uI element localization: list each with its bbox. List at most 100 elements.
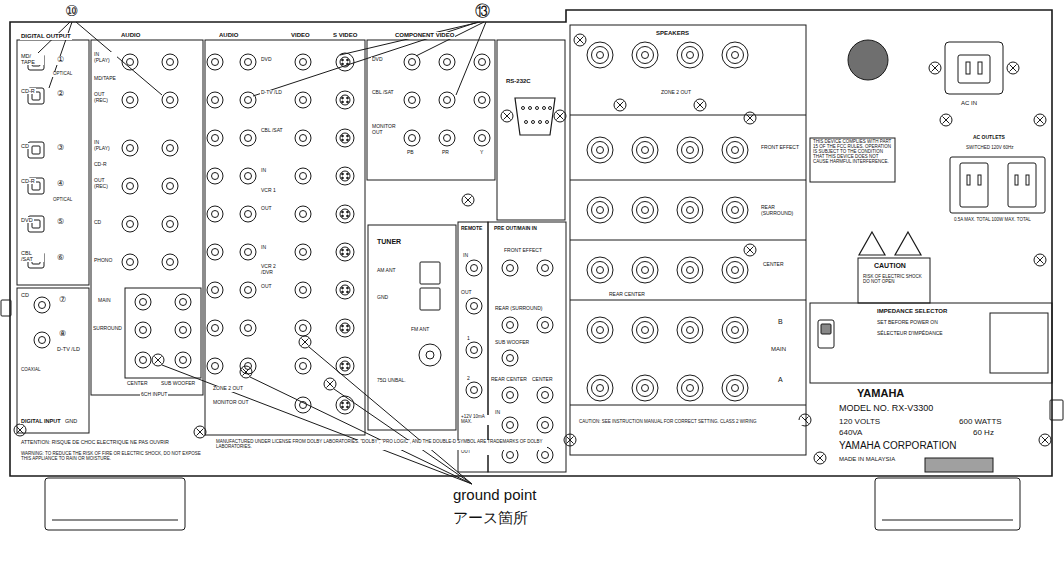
binding-post-ring bbox=[592, 202, 609, 219]
panel-label: ZONE 2 OUT bbox=[660, 90, 692, 96]
fm-antenna-jack bbox=[419, 344, 441, 366]
binding-post bbox=[632, 317, 658, 343]
binding-post bbox=[587, 197, 613, 223]
rca-jack-pin bbox=[542, 392, 549, 399]
rca-jack bbox=[175, 322, 191, 338]
rca-jack-pin bbox=[180, 299, 187, 306]
panel-label: AC IN bbox=[960, 100, 978, 107]
rca-jack-pin bbox=[300, 59, 307, 66]
binding-post bbox=[722, 197, 748, 223]
rs232-pin bbox=[536, 107, 539, 110]
binding-post-ring bbox=[682, 142, 699, 159]
screw-slot bbox=[327, 381, 334, 388]
panel-label: AM ANT bbox=[376, 268, 397, 274]
screw-slot bbox=[17, 427, 24, 434]
rca-jack-pin bbox=[127, 259, 134, 266]
screw-slot bbox=[327, 381, 334, 388]
rca-jack bbox=[175, 294, 191, 310]
screw-slot bbox=[932, 65, 939, 72]
rca-jack bbox=[240, 168, 256, 184]
s-video-jack-inner bbox=[340, 400, 350, 410]
panel-label: AC OUTLETS bbox=[972, 135, 1006, 141]
panel-label: RISK OF ELECTRIC SHOCK DO NOT OPEN bbox=[862, 275, 928, 285]
serial-plate bbox=[925, 458, 993, 472]
s-video-pin bbox=[342, 363, 344, 365]
s-video-jack bbox=[336, 243, 354, 261]
speaker-divider bbox=[570, 405, 806, 406]
screw-slot bbox=[1010, 65, 1017, 72]
rca-jack-pin bbox=[471, 303, 478, 310]
rca-jack-pin bbox=[127, 59, 134, 66]
panel-label: IN bbox=[260, 168, 267, 174]
outlet-slot bbox=[967, 175, 970, 185]
binding-post-ring bbox=[592, 262, 609, 279]
panel-label: CD-R bbox=[93, 162, 108, 168]
panel-label: SWITCHED 120V 60Hz bbox=[965, 146, 1015, 151]
screw-slot bbox=[932, 65, 939, 72]
panel-label: 60 Hz bbox=[972, 429, 995, 438]
binding-post-hole bbox=[732, 327, 739, 334]
screw-slot bbox=[155, 357, 162, 364]
panel-label: YAMAHA bbox=[856, 387, 905, 399]
binding-post bbox=[587, 137, 613, 163]
s-video-pin bbox=[342, 135, 344, 137]
s-video-jack-inner bbox=[340, 95, 350, 105]
panel-label: SUB WOOFER bbox=[160, 381, 196, 387]
screw-slot bbox=[465, 197, 472, 204]
ground-screw bbox=[564, 434, 576, 446]
screw-slot bbox=[243, 369, 250, 376]
rca-jack bbox=[295, 206, 311, 222]
screw-slot bbox=[747, 115, 754, 122]
rca-jack-pin bbox=[300, 135, 307, 142]
rca-jack-pin bbox=[167, 145, 174, 152]
panel-label: DVD bbox=[260, 57, 273, 63]
panel-label: CD bbox=[20, 143, 30, 149]
s-video-pin bbox=[342, 406, 344, 408]
screw-slot bbox=[557, 113, 564, 120]
binding-post bbox=[722, 137, 748, 163]
rca-jack-pin bbox=[409, 135, 416, 142]
binding-post bbox=[677, 317, 703, 343]
rca-jack bbox=[404, 92, 420, 108]
rca-jack-pin bbox=[542, 452, 549, 459]
binding-post-hole bbox=[687, 327, 694, 334]
panel-label: FM ANT bbox=[410, 327, 430, 333]
rca-jack-pin bbox=[300, 211, 307, 218]
rca-jack-pin bbox=[542, 265, 549, 272]
screw-slot bbox=[302, 339, 309, 346]
binding-post-ring bbox=[592, 380, 609, 397]
binding-post-hole bbox=[732, 385, 739, 392]
ground-screw bbox=[1034, 254, 1046, 266]
panel-label: VCR 2 /DVR bbox=[260, 264, 290, 275]
panel-section bbox=[205, 40, 365, 435]
screw-slot bbox=[1042, 437, 1049, 444]
panel-label: Y bbox=[479, 150, 484, 156]
rca-jack-pin bbox=[140, 299, 147, 306]
binding-post bbox=[677, 375, 703, 401]
panel-label: MD/ TAPE bbox=[20, 53, 44, 65]
leader-line bbox=[456, 22, 486, 95]
panel-label: MONITOR OUT bbox=[371, 124, 401, 135]
s-video-pin bbox=[342, 329, 344, 331]
s-video-pin bbox=[342, 291, 344, 293]
rca-jack-pin bbox=[127, 145, 134, 152]
binding-post-hole bbox=[597, 207, 604, 214]
panel-label: REMOTE bbox=[460, 226, 483, 232]
panel-section bbox=[17, 288, 89, 433]
binding-post-ring bbox=[682, 322, 699, 339]
rca-jack bbox=[240, 320, 256, 336]
panel-label: 0.5A MAX. TOTAL 100W MAX. TOTAL bbox=[953, 218, 1047, 223]
screw-slot bbox=[1010, 65, 1017, 72]
annotation: アース箇所 bbox=[452, 510, 529, 527]
rca-jack bbox=[162, 54, 178, 70]
rca-jack bbox=[122, 178, 138, 194]
binding-post-hole bbox=[642, 327, 649, 334]
s-video-jack bbox=[336, 319, 354, 337]
binding-post-hole bbox=[597, 52, 604, 59]
panel-label: GND bbox=[64, 418, 78, 424]
rca-jack-pin bbox=[167, 183, 174, 190]
binding-post-ring bbox=[637, 47, 654, 64]
rca-jack-pin bbox=[300, 287, 307, 294]
s-video-pin bbox=[347, 101, 349, 103]
rca-jack bbox=[240, 244, 256, 260]
